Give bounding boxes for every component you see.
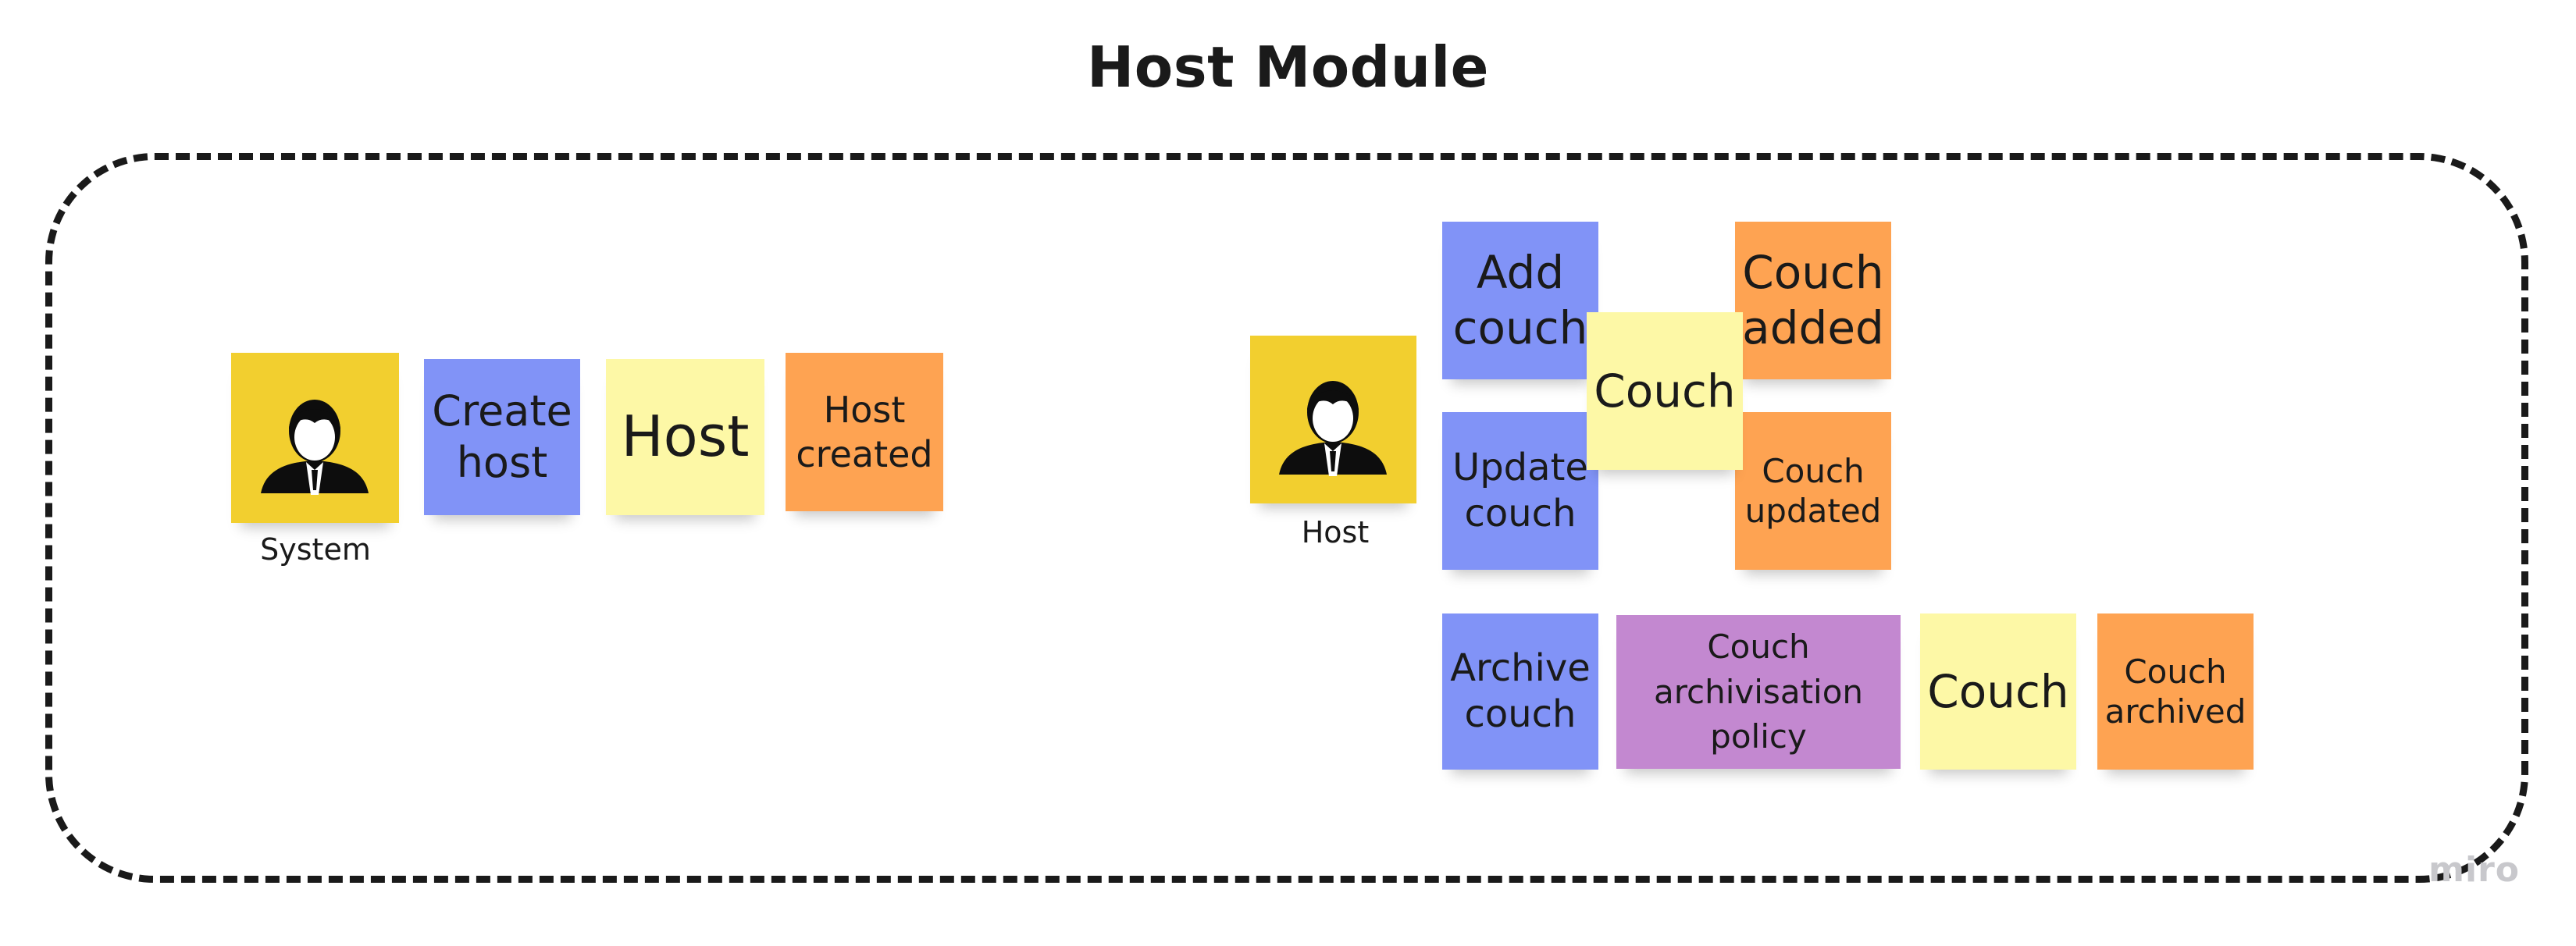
- event-couch-updated[interactable]: Couch updated: [1735, 412, 1891, 570]
- miro-watermark: miro: [2428, 850, 2520, 890]
- diagram-title: Host Module: [1087, 34, 1489, 100]
- event-couch-added[interactable]: Couch added: [1735, 222, 1891, 379]
- command-add-couch[interactable]: Add couch: [1442, 222, 1598, 379]
- aggregate-couch[interactable]: Couch: [1587, 312, 1743, 470]
- command-archive-couch[interactable]: Archive couch: [1442, 613, 1598, 770]
- event-host-created[interactable]: Host created: [786, 353, 943, 511]
- event-couch-archived[interactable]: Couch archived: [2097, 613, 2254, 770]
- actor-system-card[interactable]: [231, 353, 399, 523]
- module-boundary-frame: [45, 153, 2528, 883]
- command-create-host[interactable]: Create host: [424, 359, 580, 515]
- person-icon: [1279, 381, 1387, 476]
- actor-host-label: Host: [1301, 515, 1370, 549]
- actor-host-card[interactable]: [1250, 336, 1416, 503]
- actor-system-label: System: [260, 532, 371, 567]
- command-update-couch[interactable]: Update couch: [1442, 412, 1598, 570]
- aggregate-couch-archive[interactable]: Couch: [1920, 613, 2076, 770]
- person-icon: [261, 400, 369, 495]
- aggregate-host[interactable]: Host: [606, 359, 764, 515]
- policy-couch-archivisation[interactable]: Couch archivisation policy: [1616, 615, 1901, 769]
